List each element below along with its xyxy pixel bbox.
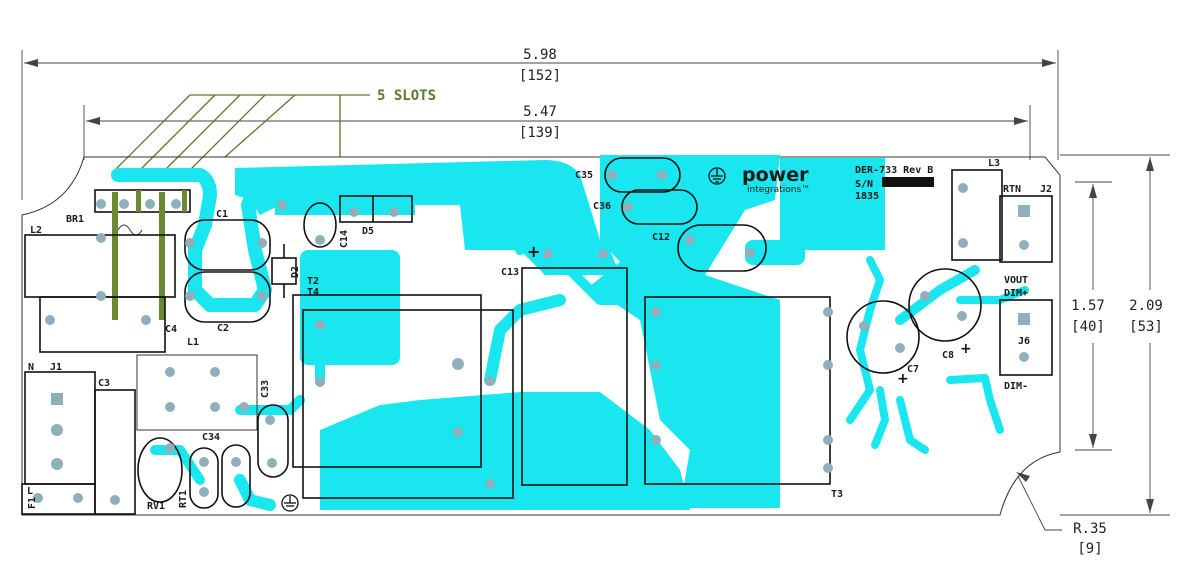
ref-vout: VOUT — [1004, 275, 1028, 286]
date-code: 1835 — [855, 191, 879, 202]
dim-slot-span-mm: [139] — [519, 125, 561, 141]
slots-note: 5 SLOTS — [377, 88, 436, 104]
ref-c2: C2 — [217, 323, 229, 334]
ref-l3: L3 — [988, 158, 1000, 169]
dim-overall-height: 2.09 — [1129, 298, 1163, 314]
ref-c35: C35 — [575, 170, 593, 181]
ref-c34: C34 — [202, 432, 220, 443]
dimension-lines — [21, 50, 1170, 531]
reference-designators: BR1 L2 C1 C2 C4 L1 D2 C14 D5 T2 T4 C35 C… — [27, 158, 1052, 512]
ref-c3: C3 — [98, 378, 110, 389]
ref-c7: C7 — [907, 364, 919, 375]
serial-label: S/N — [855, 179, 873, 190]
ref-br1: BR1 — [66, 214, 84, 225]
ref-d2: D2 — [290, 266, 301, 278]
dim-overall-width: 5.98 — [523, 47, 557, 63]
dim-overall-width-mm: [152] — [519, 68, 561, 84]
ref-t3: T3 — [831, 489, 843, 500]
ref-t4: T4 — [307, 287, 319, 298]
ref-l1: L1 — [187, 337, 199, 348]
dim-corner-radius-mm: [9] — [1077, 541, 1102, 557]
ref-f1: F1 — [27, 497, 38, 509]
dim-overall-height-mm: [53] — [1129, 319, 1163, 335]
ref-rt1: RT1 — [178, 490, 189, 508]
svg-text:+: + — [897, 371, 909, 387]
dim-corner-radius: R.35 — [1073, 521, 1107, 537]
ref-rtn: RTN — [1003, 184, 1021, 195]
ref-dim-minus: DIM- — [1004, 381, 1028, 392]
ref-l2: L2 — [30, 225, 42, 236]
ref-c4: C4 — [165, 324, 177, 335]
dim-slot-span: 5.47 — [523, 104, 557, 120]
ref-c33: C33 — [260, 380, 271, 398]
ref-c36: C36 — [593, 201, 611, 212]
ref-rv1: RV1 — [147, 501, 165, 512]
ref-c1: C1 — [216, 209, 228, 220]
design-ref: DER-733 Rev B — [855, 165, 933, 176]
logo-sub: integrations™ — [747, 185, 810, 195]
ref-n: N — [28, 362, 34, 373]
svg-text:+: + — [527, 242, 540, 261]
component-outlines: + + + — [21, 157, 1053, 515]
dim-inner-height: 1.57 — [1071, 298, 1105, 314]
power-integrations-logo: power integrations™ — [742, 164, 810, 195]
ref-c12: C12 — [652, 232, 670, 243]
copper-layer — [111, 155, 1029, 511]
ref-j6: J6 — [1018, 336, 1030, 347]
ref-dim-plus: DIM+ — [1004, 288, 1028, 299]
ref-j1: J1 — [50, 362, 62, 373]
ref-l: L — [27, 486, 33, 497]
slot-leaders — [114, 94, 370, 171]
logo-brand: power — [742, 164, 809, 186]
ref-d5: D5 — [362, 226, 374, 237]
ref-j2: J2 — [1040, 184, 1052, 195]
ref-t2: T2 — [307, 276, 319, 287]
ref-c8: C8 — [942, 350, 954, 361]
svg-text:+: + — [960, 341, 972, 357]
dim-inner-height-mm: [40] — [1071, 319, 1105, 335]
ref-c13: C13 — [501, 267, 519, 278]
ref-c14: C14 — [339, 230, 350, 248]
pads — [33, 170, 1030, 505]
board-outline — [21, 156, 1061, 516]
